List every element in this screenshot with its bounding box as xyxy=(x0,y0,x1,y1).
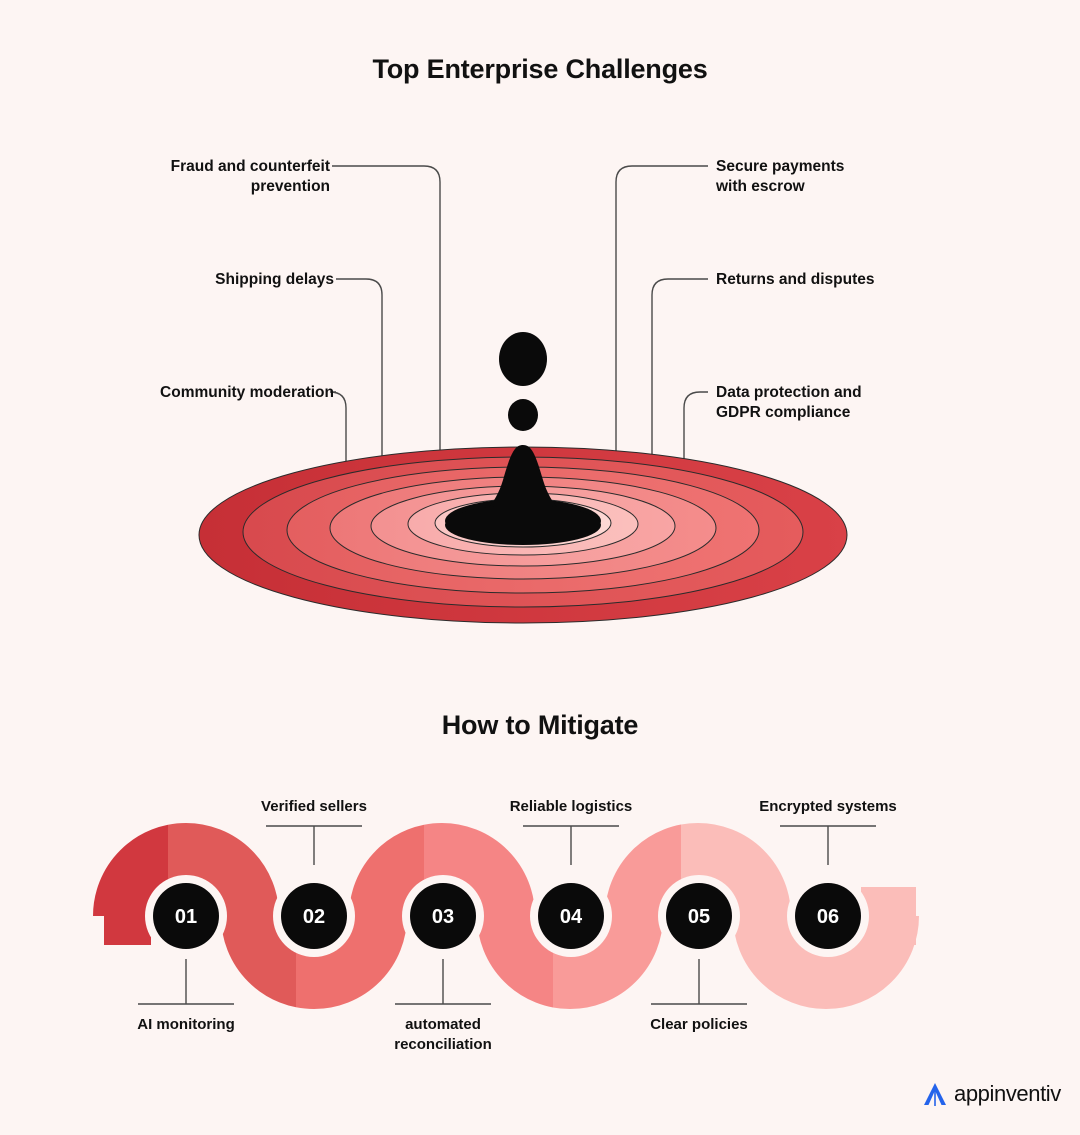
step-number-04: 04 xyxy=(560,906,583,928)
step-leader-lines xyxy=(138,825,876,1005)
connector-left-2 xyxy=(336,278,383,500)
brand-name-text: appinventiv xyxy=(954,1081,1061,1106)
callout-left-community-moderation: Community moderation xyxy=(160,384,334,401)
page-title-mitigate: How to Mitigate xyxy=(441,710,639,740)
wave-label-step-05: Clear policies xyxy=(650,1016,748,1033)
step-marker-04: 04 xyxy=(530,875,612,957)
leader-step-05 xyxy=(651,959,747,1005)
page-title-challenges: Top Enterprise Challenges xyxy=(372,54,708,84)
wave-label-step-01: AI monitoring xyxy=(137,1016,235,1033)
step-marker-05: 05 xyxy=(658,875,740,957)
brand-logo: appinventiv xyxy=(920,1079,1061,1109)
leader-step-04 xyxy=(523,825,619,865)
wave-label-step-04: Reliable logistics xyxy=(509,798,633,815)
callout-right-data-protection: Data protection and GDPR compliance xyxy=(716,384,862,421)
wave-label-step-03: automated reconciliation xyxy=(394,1016,492,1053)
step-number-02: 02 xyxy=(303,906,325,928)
splash-base xyxy=(445,505,601,545)
appinventiv-logo-mark-icon xyxy=(924,1083,946,1106)
step-number-05: 05 xyxy=(688,906,710,928)
ripple-splash-graphic xyxy=(198,332,848,624)
wave-segment-4 xyxy=(424,823,553,1008)
step-marker-03: 03 xyxy=(402,875,484,957)
wave-label-step-02: Verified sellers xyxy=(261,798,367,815)
leader-step-03 xyxy=(395,959,491,1005)
step-marker-02: 02 xyxy=(273,875,355,957)
callout-left-shipping-delays: Shipping delays xyxy=(215,271,334,288)
wave-label-step-06: Encrypted systems xyxy=(759,798,897,815)
leader-step-01 xyxy=(138,959,234,1005)
leader-step-06 xyxy=(780,825,876,865)
connector-left-1 xyxy=(332,165,441,492)
connector-right-2 xyxy=(651,278,708,500)
callout-connector-lines xyxy=(329,165,708,512)
droplet-small xyxy=(508,399,538,431)
wave-segment-6 xyxy=(681,823,919,1009)
step-marker-01: 01 xyxy=(145,875,227,957)
mitigation-wave-graphic: 01 02 03 04 05 xyxy=(93,823,919,1009)
connector-left-3 xyxy=(329,391,347,512)
connector-right-3 xyxy=(683,391,708,512)
step-marker-06: 06 xyxy=(787,875,869,957)
step-number-03: 03 xyxy=(432,906,454,928)
callout-left-fraud-prevention: Fraud and counterfeit prevention xyxy=(170,158,330,195)
connector-right-1 xyxy=(615,165,708,492)
callout-right-returns-disputes: Returns and disputes xyxy=(716,271,875,288)
step-number-06: 06 xyxy=(817,906,839,928)
step-markers: 01 02 03 04 05 xyxy=(145,875,869,957)
step-number-01: 01 xyxy=(175,906,197,928)
wave-band xyxy=(93,823,919,1009)
leader-step-02 xyxy=(266,825,362,865)
callout-right-secure-payments: Secure payments with escrow xyxy=(716,158,845,195)
wave-segment-2 xyxy=(168,823,296,1008)
droplet-large xyxy=(499,332,547,386)
